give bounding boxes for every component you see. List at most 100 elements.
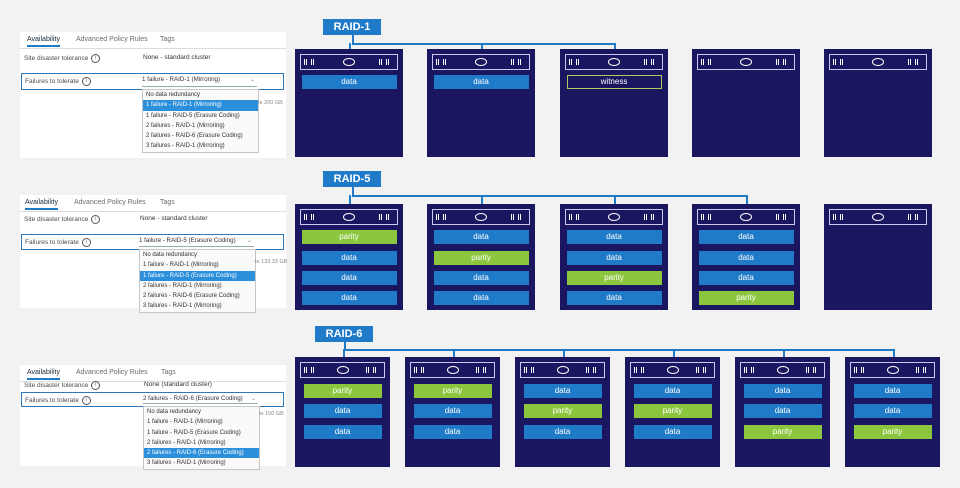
dropdown-option[interactable]: 1 failure - RAID-1 (Mirroring)	[143, 262, 219, 269]
parity-block: parity	[633, 404, 712, 418]
dropdown-option[interactable]: 2 failures - RAID-1 (Mirroring)	[147, 439, 226, 446]
drive-bars-icon	[304, 59, 308, 65]
drive-bars-icon	[436, 59, 440, 65]
drive-bars-icon	[708, 59, 712, 65]
drive-bars-icon	[511, 214, 515, 220]
drive-oval-icon	[556, 366, 569, 374]
dropdown-option[interactable]: 1 failure - RAID-5 (Erasure Coding)	[146, 112, 240, 119]
parity-block: parity	[303, 384, 382, 398]
failures-to-tolerate-select[interactable]: 2 failures - RAID-6 (Erasure Coding)⌄	[143, 395, 258, 404]
capacity-hint: te 133.33 GB	[255, 259, 288, 265]
info-icon[interactable]: i	[91, 54, 101, 63]
drive-bars-icon	[483, 367, 487, 373]
tab-tags[interactable]: Tags	[160, 36, 175, 43]
connector-line	[481, 195, 483, 209]
tab-advanced-policy-rules[interactable]: Advanced Policy Rules	[74, 199, 146, 206]
connector-line	[562, 349, 565, 362]
host-server: data	[295, 49, 403, 157]
dropdown-option[interactable]: 2 failures - RAID-1 (Mirroring)	[143, 282, 222, 289]
drive-bars-icon	[518, 214, 522, 220]
server-header	[740, 362, 825, 378]
data-block: data	[743, 404, 822, 418]
server-header	[520, 362, 605, 378]
tab-advanced-policy-rules[interactable]: Advanced Policy Rules	[76, 369, 148, 376]
failures-to-tolerate-select[interactable]: 1 failure - RAID-1 (Mirroring)⌄	[142, 76, 257, 87]
parity-block: parity	[566, 271, 662, 285]
dropdown-option[interactable]: 2 failures - RAID-6 (Erasure Coding)	[144, 448, 259, 459]
dropdown-option[interactable]: 1 failure - RAID-5 (Erasure Coding)	[147, 429, 241, 436]
info-icon[interactable]: i	[91, 215, 101, 224]
info-icon[interactable]: i	[81, 238, 91, 247]
host-server	[824, 49, 932, 157]
data-block: data	[523, 384, 602, 398]
data-block: data	[698, 251, 794, 265]
drive-bars-icon	[908, 214, 912, 220]
failures-dropdown-list: No data redundancy 1 failure - RAID-1 (Mi…	[139, 249, 256, 313]
raid-level-label: RAID-5	[323, 171, 381, 187]
drive-oval-icon	[343, 213, 355, 221]
drive-bars-icon	[833, 59, 837, 65]
dropdown-option[interactable]: No data redundancy	[143, 252, 198, 258]
dropdown-option[interactable]: No data redundancy	[146, 92, 201, 98]
site-disaster-tolerance-value[interactable]: None - standard cluster	[143, 54, 211, 61]
dropdown-option[interactable]: 3 failures - RAID-1 (Mirroring)	[147, 460, 226, 467]
data-block: data	[433, 230, 529, 244]
drive-bars-icon	[476, 367, 480, 373]
drive-bars-icon	[569, 59, 573, 65]
drive-bars-icon	[840, 214, 844, 220]
tab-availability[interactable]: Availability	[27, 36, 60, 47]
server-header	[410, 362, 495, 378]
host-server: witness	[560, 49, 668, 157]
site-disaster-tolerance-value[interactable]: None - standard cluster	[140, 215, 208, 222]
dropdown-option[interactable]: 1 failure - RAID-5 (Erasure Coding)	[140, 270, 255, 281]
failures-to-tolerate-select[interactable]: 1 failure - RAID-5 (Erasure Coding)⌄	[139, 237, 254, 247]
server-header	[432, 54, 530, 70]
tab-advanced-policy-rules[interactable]: Advanced Policy Rules	[76, 36, 148, 43]
data-block: data	[433, 271, 529, 285]
drive-bars-icon	[311, 214, 315, 220]
tab-availability[interactable]: Availability	[25, 199, 58, 210]
drive-bars-icon	[915, 59, 919, 65]
policy-tabs: Availability Advanced Policy Rules Tags	[20, 32, 286, 49]
drive-bars-icon	[436, 214, 440, 220]
dropdown-option[interactable]: 1 failure - RAID-1 (Mirroring)	[143, 100, 258, 111]
data-block: data	[633, 384, 712, 398]
info-icon[interactable]: i	[91, 381, 101, 390]
dropdown-option[interactable]: 2 failures - RAID-6 (Erasure Coding)	[143, 293, 240, 300]
drive-oval-icon	[475, 58, 487, 66]
connector-line	[352, 43, 614, 45]
dropdown-option[interactable]: 2 failures - RAID-6 (Erasure Coding)	[146, 133, 243, 140]
server-header	[697, 54, 795, 70]
data-block: data	[413, 404, 492, 418]
dropdown-option[interactable]: 1 failure - RAID-1 (Mirroring)	[147, 419, 223, 426]
dropdown-option[interactable]: 2 failures - RAID-1 (Mirroring)	[146, 122, 225, 129]
info-icon[interactable]: i	[81, 77, 91, 86]
data-block: data	[301, 75, 397, 89]
data-block: data	[566, 230, 662, 244]
drive-bars-icon	[833, 214, 837, 220]
drive-bars-icon	[701, 59, 705, 65]
tab-availability[interactable]: Availability	[27, 369, 60, 380]
data-block: data	[853, 384, 932, 398]
dropdown-option[interactable]: 3 failures - RAID-1 (Mirroring)	[146, 143, 225, 150]
connector-line	[746, 195, 748, 209]
drive-bars-icon	[304, 214, 308, 220]
chevron-down-icon: ⌄	[246, 238, 252, 244]
server-header	[300, 209, 398, 225]
tab-tags[interactable]: Tags	[160, 199, 175, 206]
dropdown-option[interactable]: No data redundancy	[147, 409, 202, 415]
dropdown-option[interactable]: 3 failures - RAID-1 (Mirroring)	[143, 303, 222, 310]
tab-tags[interactable]: Tags	[161, 369, 176, 376]
drive-bars-icon	[531, 367, 535, 373]
drive-bars-icon	[708, 214, 712, 220]
site-disaster-tolerance-value[interactable]: None (standard cluster)	[144, 381, 212, 388]
drive-bars-icon	[783, 214, 787, 220]
info-icon[interactable]: i	[81, 396, 91, 405]
drive-bars-icon	[569, 214, 573, 220]
drive-bars-icon	[586, 367, 590, 373]
